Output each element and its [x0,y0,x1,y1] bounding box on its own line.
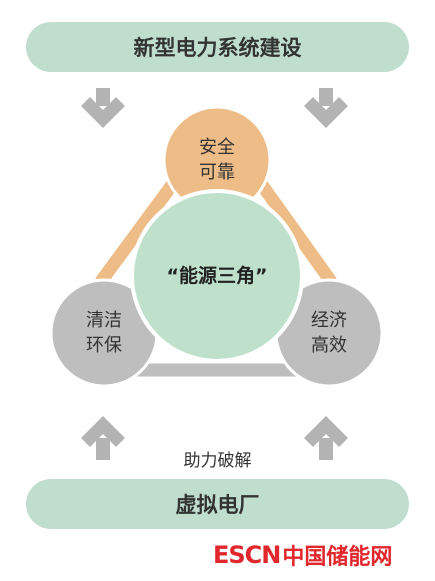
node-right-line2: 高效 [311,335,347,356]
node-right-label: 经济 高效 [279,283,379,383]
logo-en-text: ESCN [213,541,281,569]
center-circle [130,189,304,363]
arrow-down-icon [81,88,125,128]
bottom-banner-label: 虚拟电厂 [175,493,260,517]
edge-top-left [95,178,179,287]
node-top-line1: 安全 [199,137,235,158]
node-left-line2: 环保 [86,335,122,356]
node-left-line1: 清洁 [86,310,122,331]
node-top-label: 安全 可靠 [167,110,267,210]
logo-cn-text: 中国储能网 [282,545,393,570]
edge-top-right [255,178,337,287]
top-banner-label: 新型电力系统建设 [133,36,302,60]
top-banner: 新型电力系统建设 [26,22,409,72]
arrow-down-icon [304,88,348,128]
node-left-label: 清洁 环保 [54,283,154,383]
center-label: “能源三角” [166,264,268,287]
arrow-up-icon [304,416,348,460]
node-right-line1: 经济 [311,310,347,331]
bottom-banner: 虚拟电厂 [26,479,409,529]
escn-logo: ESCN 中国储能网 [213,538,392,572]
node-top-line2: 可靠 [199,162,235,183]
arrow-up-icon [81,416,125,460]
helper-text: 助力破解 [183,451,252,471]
center-label-wrap: “能源三角” [137,256,297,296]
